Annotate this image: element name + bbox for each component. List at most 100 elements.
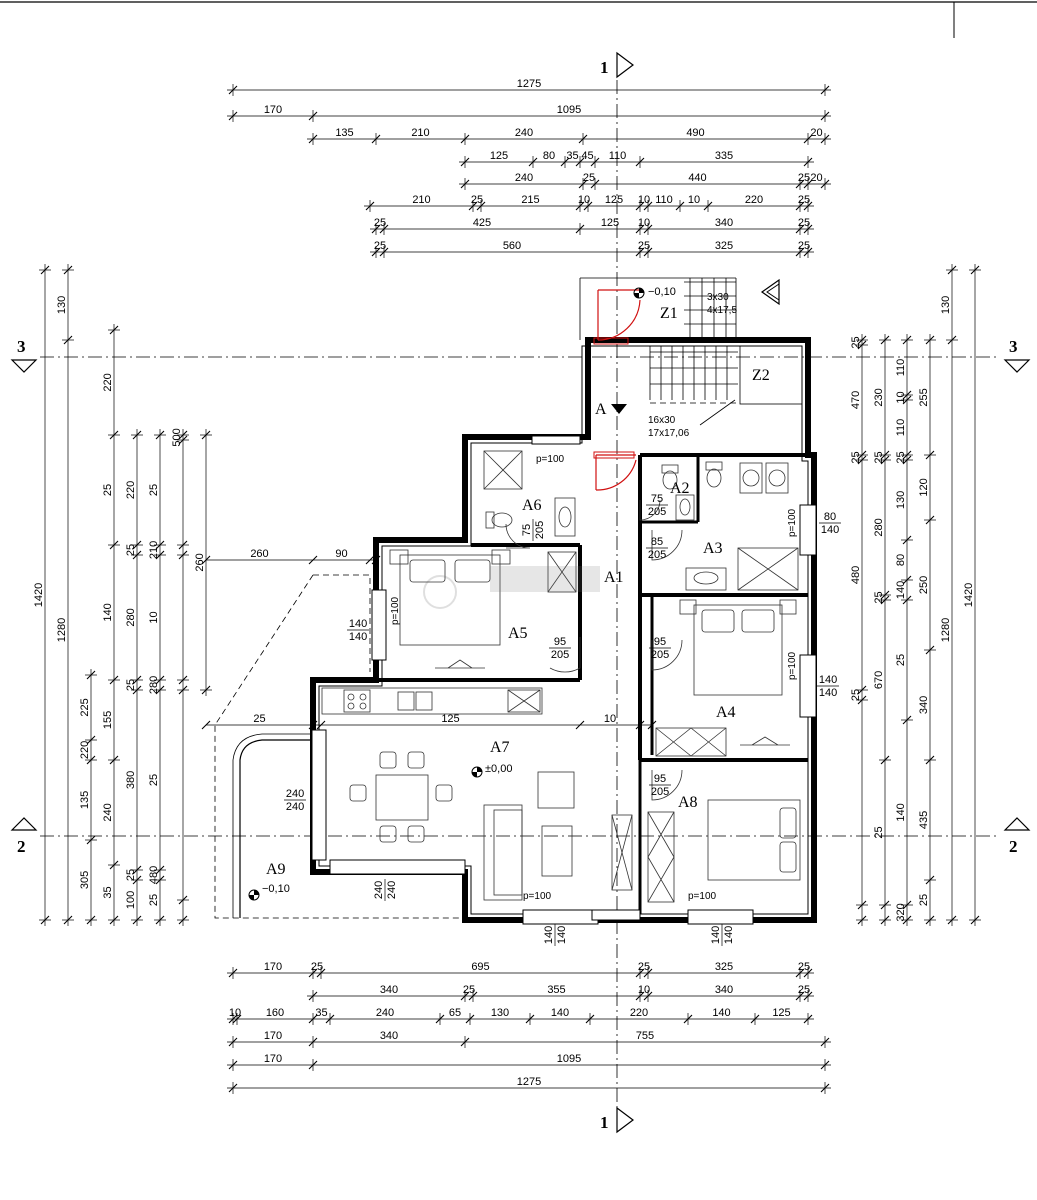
pillow-icon (779, 807, 797, 839)
orientation-arrow-icon (766, 283, 780, 301)
opening-height: 205 (651, 786, 669, 798)
dimension-value: 10 (578, 194, 590, 206)
dimension-value: 25 (798, 961, 810, 973)
dimension-tick (308, 555, 318, 565)
opening-height: 140 (556, 926, 568, 944)
shower-icon (483, 450, 523, 490)
dimension-value: 240 (515, 172, 533, 184)
shower-icon (483, 450, 523, 490)
room-label-a4: A4 (716, 704, 736, 721)
terrace-a9 (214, 574, 465, 919)
dimension-value: 25 (918, 894, 930, 906)
dimension-value: 25 (148, 484, 160, 496)
dimension-value: 10 (148, 611, 160, 623)
pillow-icon (701, 609, 735, 633)
dimension-value: 560 (503, 240, 521, 252)
dimension-value: 755 (636, 1030, 654, 1042)
coffee-table-icon (541, 825, 573, 877)
opening-width: 240 (373, 881, 385, 899)
section-arrow-icon (1003, 359, 1031, 373)
entry-door-frame (593, 337, 629, 345)
opening-height: 205 (648, 549, 666, 561)
entrance-doors (593, 289, 641, 491)
dimension-value: 335 (715, 150, 733, 162)
chair-icon (407, 825, 425, 843)
stove-icon (359, 702, 367, 710)
window-a3 (799, 504, 817, 556)
dimension-value: 110 (655, 194, 673, 206)
dimension-value: 155 (102, 711, 114, 729)
window-a8 (687, 909, 754, 925)
dimension-value: 25 (374, 240, 386, 252)
dimension-value: 1095 (557, 104, 581, 116)
dimension-value: 25 (798, 217, 810, 229)
opening-height: 140 (723, 926, 735, 944)
sink-icon (693, 571, 719, 585)
chair-icon (407, 751, 425, 769)
dimension-value: 480 (850, 566, 862, 584)
opening-height: 140 (819, 687, 837, 699)
dimension-value: 25 (125, 544, 137, 556)
sofa-icon (493, 809, 523, 896)
level-marker-icon (472, 767, 482, 777)
opening-width: 95 (654, 636, 666, 648)
sink-icon (554, 497, 576, 537)
door-swing-a3 (651, 529, 683, 561)
dimension-chains-left: 1420130128022522013530522025140155240352… (33, 264, 657, 926)
sill-note: p=100 (787, 651, 798, 680)
dimension-value: 10 (688, 194, 700, 206)
dimension-value: 325 (715, 961, 733, 973)
toilet-icon (491, 512, 513, 528)
stove-icon (359, 693, 367, 701)
dimension-value: 500 (171, 428, 183, 446)
dimension-value: 25 (850, 451, 862, 463)
dimension-value: 10 (229, 1007, 241, 1019)
dimension-value: 25 (798, 240, 810, 252)
terrace-railing (239, 739, 313, 918)
section-1-label-top: 1 (600, 58, 609, 77)
dimension-value: 25 (895, 451, 907, 463)
dimension-value: 340 (380, 984, 398, 996)
room-label-a9: A9 (266, 861, 286, 878)
pillow-icon (409, 559, 446, 583)
inner-door (595, 454, 637, 491)
section-arrow-icon (616, 51, 634, 79)
sink-icon (558, 506, 572, 528)
dimension-tick (365, 555, 375, 565)
dimension-value: 25 (850, 336, 862, 348)
opening-height: 205 (651, 649, 669, 661)
dimension-value: 130 (940, 296, 952, 314)
dimension-value: 125 (601, 217, 619, 229)
door-a7-exit (591, 909, 641, 921)
dimension-value: 240 (515, 127, 533, 139)
dimension-value: 240 (102, 803, 114, 821)
dimension-value: 695 (471, 961, 489, 973)
sill-note: p=100 (523, 891, 552, 902)
stair-note: 17x17,06 (648, 428, 690, 439)
nightstand-icon (679, 599, 697, 615)
opening-height: 205 (551, 649, 569, 661)
tv-icon (740, 736, 790, 746)
dimension-value: 135 (79, 791, 91, 809)
dining-table-icon (375, 774, 429, 821)
dimension-value: 25 (798, 172, 810, 184)
dimension-value: 490 (686, 127, 704, 139)
dimension-value: 435 (918, 811, 930, 829)
logo-icon (490, 566, 600, 592)
pillow-icon (741, 609, 775, 633)
dimension-value: 160 (266, 1007, 284, 1019)
opening-width: 95 (654, 773, 666, 785)
dimension-value: 25 (125, 679, 137, 691)
sink-icon (679, 498, 691, 516)
stair-note: 4x17,5 (707, 305, 737, 316)
dimension-value: 25 (374, 217, 386, 229)
dryer-icon (765, 462, 789, 494)
window-a7-bottom (522, 909, 599, 925)
